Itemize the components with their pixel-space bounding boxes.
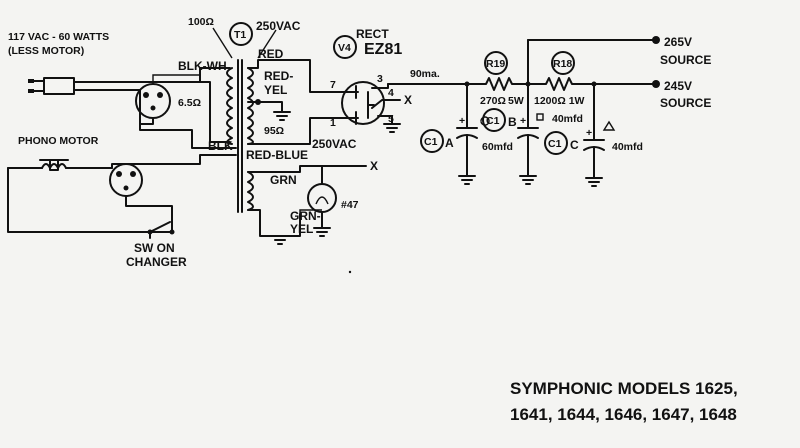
c1a-value-label: 60mfd xyxy=(482,141,513,153)
sw-on-label: SW ON xyxy=(134,241,175,255)
v4-callout xyxy=(333,35,357,59)
x1-label: X xyxy=(404,93,412,107)
sec-ohms-label: 95Ω xyxy=(264,125,284,137)
c1b-plus: + xyxy=(520,115,526,127)
r18-value-label: 1200Ω 1W xyxy=(534,95,585,107)
resistor-r18 xyxy=(527,77,595,91)
leader-100ohm xyxy=(212,27,233,59)
grn-yel-label-1: GRN- xyxy=(290,209,321,223)
ground-ct xyxy=(273,111,291,121)
red-label: RED xyxy=(258,47,284,61)
title-line-2: 1641, 1644, 1646, 1647, 1648 xyxy=(510,405,737,424)
r19-watt-label: 5W xyxy=(508,95,524,107)
red-yel-label-1: RED- xyxy=(264,69,293,83)
red-yel-label-2: YEL xyxy=(264,83,287,97)
r19-value-label: 270Ω xyxy=(480,95,506,107)
t1-label: T1 xyxy=(234,29,246,41)
supply-label: 117 VAC - 60 WATTS xyxy=(8,31,109,43)
v265-label: 265V xyxy=(664,35,692,49)
c1a-label: C1 xyxy=(424,136,438,148)
rect-label: RECT xyxy=(356,27,389,41)
r18-callout xyxy=(551,51,575,75)
c1a-plus: + xyxy=(459,115,465,127)
r19-callout xyxy=(484,51,508,75)
terminal-245 xyxy=(652,80,660,88)
red-blue-label: RED-BLUE xyxy=(246,148,308,162)
leader-250vac xyxy=(257,29,277,59)
c1c-callout xyxy=(544,131,568,155)
tube-pin5-ground xyxy=(383,123,401,133)
power-transformer xyxy=(226,59,254,213)
title-line-1: SYMPHONIC MODELS 1625, xyxy=(510,379,738,398)
rectifier-tube xyxy=(339,81,401,125)
c1b-suffix-label: B xyxy=(508,115,517,129)
motor-outlet xyxy=(109,154,237,233)
changer-switch xyxy=(147,221,175,239)
v245-source-label: SOURCE xyxy=(660,96,711,110)
supply-note: (LESS MOTOR) xyxy=(8,45,84,57)
current-label: 90ma. xyxy=(410,68,440,80)
pilot-lamp xyxy=(307,165,337,237)
c1a-suffix-label: A xyxy=(445,136,454,150)
pin3-label: 3 xyxy=(377,73,383,85)
red-lead xyxy=(247,59,341,93)
primary-ohms-label: 6.5Ω xyxy=(178,97,201,109)
blk-wh-label: BLK-WH xyxy=(178,59,227,73)
c1c-label: C1 xyxy=(548,138,562,150)
tube-type-label: EZ81 xyxy=(364,41,402,58)
blk-label: BLK xyxy=(208,139,233,153)
c1b-callout xyxy=(482,108,506,132)
t1-ohms-label: 100Ω xyxy=(188,16,214,28)
terminal-265 xyxy=(652,36,660,44)
ac-plug xyxy=(28,77,75,95)
grn-lead xyxy=(247,165,367,173)
c1c-value-label: 40mfd xyxy=(612,141,643,153)
pin4-label: 4 xyxy=(388,87,394,99)
c1b-value-label: 40mfd xyxy=(552,113,583,125)
pin1-label: 1 xyxy=(330,117,336,129)
grn-yel-lead xyxy=(247,209,301,237)
c1c-plus: + xyxy=(586,127,592,139)
ground-filament xyxy=(271,235,289,245)
grn-label: GRN xyxy=(270,173,297,187)
red-blue-lead xyxy=(247,117,341,145)
primary-lead xyxy=(199,81,231,143)
lamp-label: #47 xyxy=(341,199,359,211)
pin7-label: 7 xyxy=(330,79,336,91)
grn-yel-label-2: YEL xyxy=(290,222,313,236)
capacitor-c1c: + xyxy=(583,83,616,187)
x2-label: X xyxy=(370,159,378,173)
v245-label: 245V xyxy=(664,79,692,93)
c1b-label: C1 xyxy=(486,115,500,127)
r19-label: R19 xyxy=(486,58,505,70)
primary-return xyxy=(139,123,237,149)
capacitor-c1a: + xyxy=(456,115,490,185)
phono-motor xyxy=(7,159,173,233)
resistor-r19 xyxy=(466,77,529,91)
ac-outlet xyxy=(135,74,200,125)
v265-source-label: SOURCE xyxy=(660,53,711,67)
sec-vac-top-label: 250VAC xyxy=(256,19,301,33)
phono-motor-label: PHONO MOTOR xyxy=(18,135,99,147)
changer-label: CHANGER xyxy=(126,255,187,269)
r18-label: R18 xyxy=(553,58,572,70)
capacitor-c1b: + xyxy=(517,39,544,185)
c1a-callout xyxy=(420,129,444,153)
v4-label: V4 xyxy=(338,42,351,54)
pin5-label: 5 xyxy=(388,113,394,125)
sec-vac-bottom-label: 250VAC xyxy=(312,137,357,151)
c1c-suffix-label: C xyxy=(570,138,579,152)
t1-callout xyxy=(229,22,253,46)
